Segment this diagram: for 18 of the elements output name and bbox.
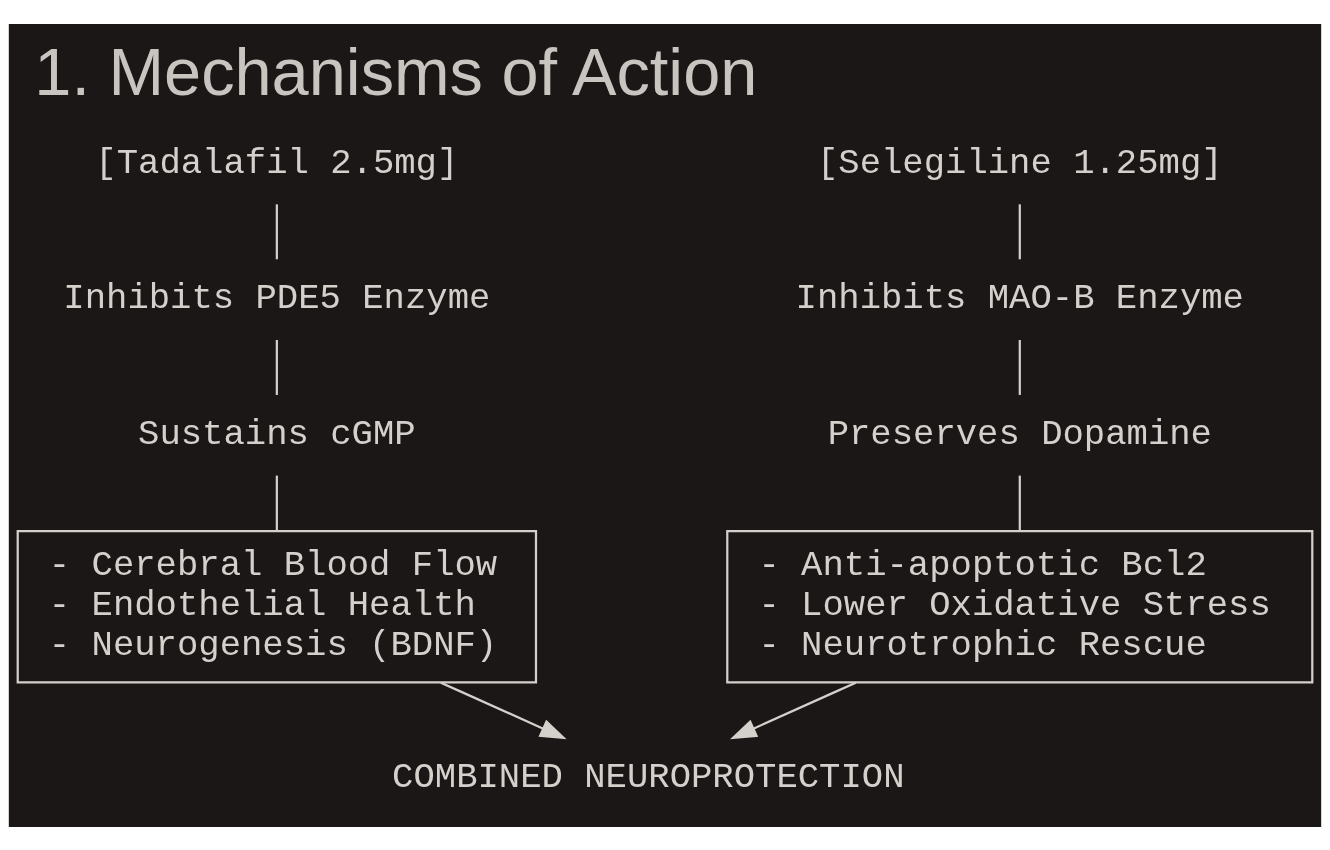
arrow [440, 681, 567, 739]
node-text: Inhibits MAO-B Enzyme [795, 277, 1244, 319]
connector [1018, 339, 1021, 395]
diagram-title: 1. Mechanisms of Action [34, 34, 758, 109]
connector [275, 339, 278, 395]
arrow [730, 681, 857, 739]
connector [1018, 203, 1021, 259]
node-text: [Tadalafil 2.5mg] [95, 142, 459, 184]
node-text: Inhibits PDE5 Enzyme [63, 277, 491, 319]
connector [275, 203, 278, 259]
node-text: Sustains cGMP [138, 413, 416, 455]
node-text: [Selegiline 1.25mg] [816, 142, 1223, 184]
node-box: - Anti-apoptotic Bcl2 - Lower Oxidative Stress - Neurotrophic Rescue [726, 529, 1314, 684]
node-text: Preserves Dopamine [827, 413, 1212, 455]
connector [275, 475, 278, 531]
node-text: COMBINED NEUROPROTECTION [392, 756, 905, 798]
connector [1018, 475, 1021, 531]
node-box: - Cerebral Blood Flow - Endothelial Health - Neurogenesis (BDNF) [16, 529, 538, 684]
